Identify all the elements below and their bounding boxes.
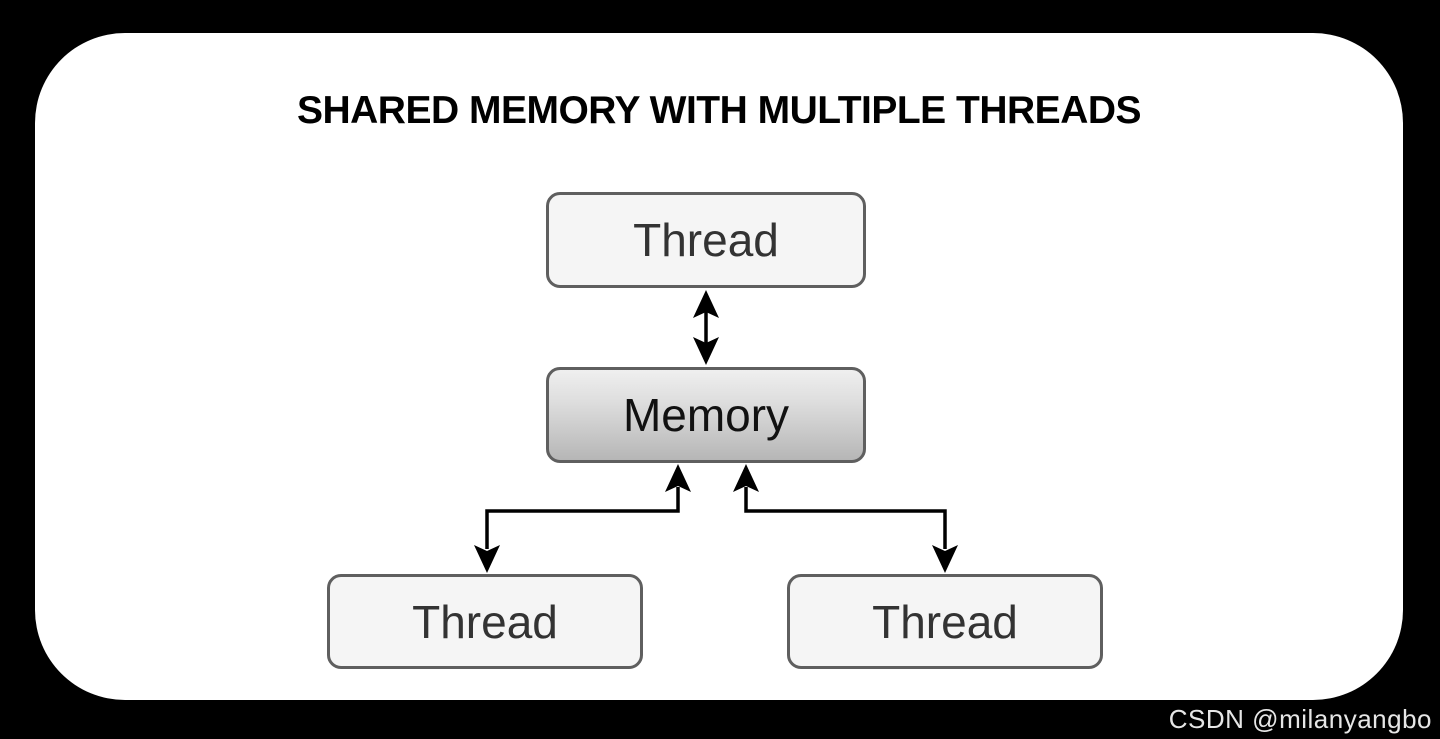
node-memory: Memory xyxy=(546,367,866,463)
node-thread-bottom-left-label: Thread xyxy=(412,595,558,648)
diagram-card xyxy=(35,33,1403,700)
node-thread-bottom-left: Thread xyxy=(327,574,643,669)
node-thread-bottom-right-label: Thread xyxy=(872,595,1018,648)
node-thread-top: Thread xyxy=(546,192,866,288)
diagram-title: SHARED MEMORY WITH MULTIPLE THREADS xyxy=(296,89,1142,132)
node-memory-label: Memory xyxy=(622,389,790,441)
node-thread-bottom-right: Thread xyxy=(787,574,1103,669)
node-thread-top-label: Thread xyxy=(633,214,779,266)
watermark: CSDN @milanyangbo xyxy=(1168,704,1432,734)
